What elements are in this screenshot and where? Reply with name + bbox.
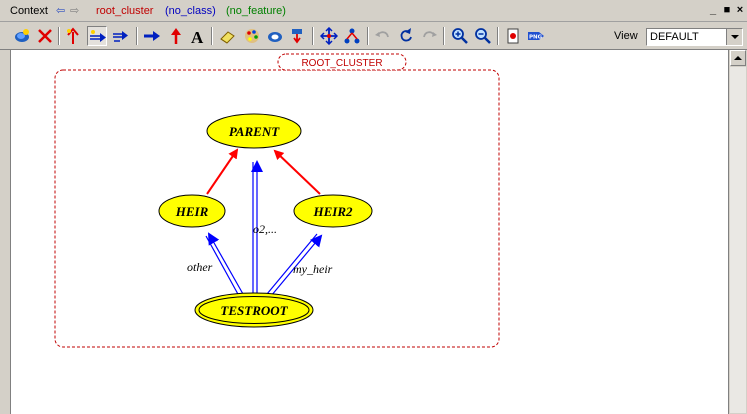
client-arrow[interactable] [205, 235, 240, 297]
toolbar-separator [211, 27, 213, 45]
context-feature[interactable]: (no_feature) [226, 5, 286, 17]
close-icon[interactable]: × [736, 4, 744, 16]
cluster-name-tag[interactable] [277, 53, 407, 71]
class-node-heir[interactable] [158, 194, 226, 228]
client-tool-icon [90, 30, 106, 42]
png-icon: PNG [528, 32, 544, 41]
png-export-button[interactable]: PNG [526, 26, 546, 46]
new-class-button[interactable] [12, 26, 32, 46]
class-name: HEIR2 [312, 204, 353, 219]
move-button[interactable] [319, 26, 339, 46]
zoom-in-button[interactable] [450, 26, 470, 46]
link-icon [292, 29, 302, 44]
redo-icon [400, 28, 412, 42]
class-node-heir2[interactable] [293, 194, 373, 228]
arrow-up-icon [171, 28, 181, 44]
toolbar: A PNG View DEFAULT [0, 22, 747, 50]
svg-text:PNG: PNG [529, 35, 543, 41]
toolbar-separator [136, 27, 138, 45]
svg-text:A: A [191, 28, 204, 45]
view-select-value: DEFAULT [650, 31, 699, 43]
cluster-boundary[interactable] [54, 69, 500, 348]
delete-icon [38, 29, 52, 43]
vertical-scrollbar[interactable] [728, 50, 747, 414]
inheritance-arrow[interactable] [206, 148, 239, 195]
view-label: View [614, 30, 638, 42]
scroll-up-button[interactable] [730, 50, 746, 66]
redo2-icon [423, 31, 437, 38]
undo-icon [375, 31, 389, 38]
client-supplier-tool-icon [113, 31, 128, 42]
delete-button[interactable] [35, 26, 55, 46]
diagram-canvas[interactable]: ROOT_CLUSTER o2,... other my_heir PARENT… [10, 50, 728, 414]
context-class[interactable]: (no_class) [165, 5, 216, 17]
arrow-right-icon [144, 31, 160, 41]
export-icon [507, 28, 519, 44]
relation-label[interactable]: other [187, 260, 213, 274]
class-name: PARENT [229, 124, 280, 139]
toolbar-separator [58, 27, 60, 45]
class-diagram: ROOT_CLUSTER o2,... other my_heir PARENT… [54, 53, 500, 348]
inheritance-tool-button[interactable] [63, 26, 83, 46]
eraser-icon [220, 31, 235, 44]
class-node-testroot[interactable] [194, 292, 314, 328]
left-margin [0, 50, 10, 414]
text-tool-button[interactable]: A [188, 26, 208, 46]
context-label: Context [10, 5, 48, 17]
relation-label[interactable]: o2,... [253, 222, 277, 236]
zoom-in-icon [452, 28, 468, 44]
arrow-up-button[interactable] [166, 26, 186, 46]
relation-label[interactable]: my_heir [293, 262, 333, 276]
client-supplier-tool-button[interactable] [111, 26, 131, 46]
cluster-name: ROOT_CLUSTER [301, 58, 382, 69]
class-name: TESTROOT [220, 303, 288, 318]
context-cluster[interactable]: root_cluster [96, 5, 154, 17]
color-palette-icon [245, 29, 259, 43]
view-select[interactable]: DEFAULT [646, 28, 743, 46]
root-class-marker [198, 296, 310, 324]
text-A-icon: A [191, 28, 204, 45]
move-icon [320, 27, 338, 45]
inheritance-tool-icon [67, 27, 79, 44]
zoom-out-button[interactable] [473, 26, 493, 46]
inheritance-arrow[interactable] [273, 149, 321, 195]
client-arrow[interactable] [208, 232, 244, 295]
layout-icon [344, 28, 360, 44]
chevron-down-icon[interactable] [726, 29, 742, 45]
toolbar-separator [367, 27, 369, 45]
class-node-parent[interactable] [206, 113, 302, 149]
back-arrow-icon[interactable]: ⇦ [56, 5, 66, 17]
fill-icon [268, 32, 282, 42]
arrow-right-button[interactable] [142, 26, 162, 46]
client-tool-button[interactable] [87, 26, 107, 46]
toolbar-separator [312, 27, 314, 45]
zoom-out-icon [475, 28, 491, 44]
redo2-button[interactable] [419, 26, 439, 46]
client-arrow[interactable] [270, 234, 323, 297]
class-name: HEIR [175, 204, 209, 219]
new-class-icon [15, 29, 29, 42]
fill-button[interactable] [265, 26, 285, 46]
eraser-button[interactable] [218, 26, 238, 46]
toolbar-separator [497, 27, 499, 45]
context-bar: Context ⇦ ⇨ root_cluster (no_class) (no_… [0, 0, 747, 22]
undo-button[interactable] [373, 26, 393, 46]
link-button[interactable] [288, 26, 308, 46]
export-button[interactable] [503, 26, 523, 46]
color-palette-button[interactable] [242, 26, 262, 46]
forward-arrow-icon[interactable]: ⇨ [70, 5, 80, 17]
client-arrow[interactable] [266, 233, 318, 295]
toolbar-separator [443, 27, 445, 45]
redo-button[interactable] [396, 26, 416, 46]
layout-button[interactable] [342, 26, 362, 46]
minimize-icon[interactable]: _ [709, 4, 717, 16]
scroll-track[interactable] [730, 67, 746, 413]
maximize-icon[interactable]: ■ [723, 4, 731, 16]
